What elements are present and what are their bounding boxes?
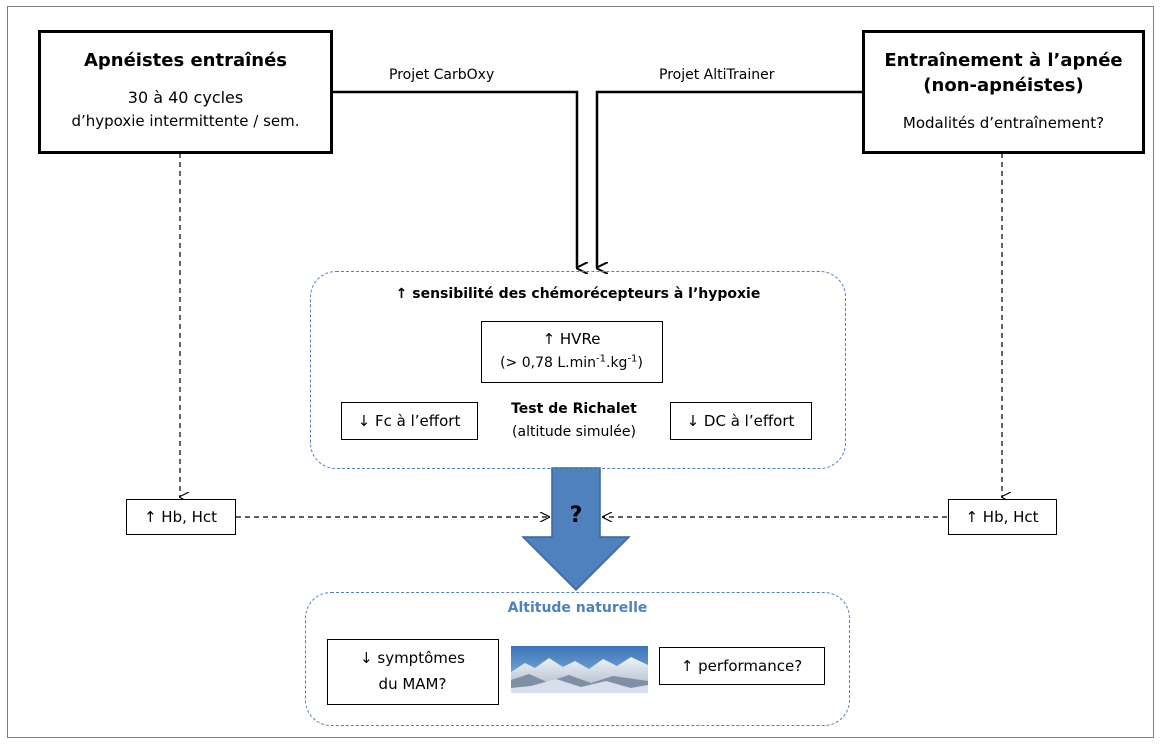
richalet-test-subtitle: (altitude simulée) <box>512 424 636 440</box>
trained-apneists-line2: d’hypoxie intermittente / sem. <box>71 112 300 130</box>
performance-label: ↑ performance? <box>680 657 803 675</box>
trained-apneists-title: Apnéistes entraînés <box>83 50 288 71</box>
natural-altitude-panel <box>305 592 850 726</box>
hvre-threshold-prefix: (> 0,78 L.min <box>500 355 597 371</box>
symptoms-box: ↓ symptômes du MAM? <box>327 639 499 705</box>
hvre-threshold-exp2: -1 <box>627 353 638 365</box>
big-down-arrow-icon <box>521 467 631 592</box>
apnea-training-box: Entraînement à l’apnée (non-apnéistes) M… <box>862 30 1145 154</box>
hb-hct-left-label: ↑ Hb, Hct <box>143 508 218 526</box>
richalet-test-title: Test de Richalet <box>511 401 637 417</box>
mountain-photo <box>511 646 648 693</box>
apnea-training-title-line1: Entraînement à l’apnée <box>884 50 1123 71</box>
trained-apneists-box: Apnéistes entraînés 30 à 40 cycles d’hyp… <box>38 30 333 154</box>
fc-label: ↓ Fc à l’effort <box>357 412 461 430</box>
altitrainer-connector <box>595 90 862 268</box>
symptoms-line2: du MAM? <box>378 675 447 693</box>
hb-hct-right-box: ↑ Hb, Hct <box>948 499 1057 535</box>
natural-altitude-title: Altitude naturelle <box>507 600 648 616</box>
question-mark: ? <box>569 503 583 528</box>
trained-apneists-line1: 30 à 40 cycles <box>127 88 244 107</box>
dc-box: ↓ DC à l’effort <box>670 402 812 440</box>
chemoreceptor-title: ↑ sensibilité des chémorécepteurs à l’hy… <box>395 286 761 302</box>
hvre-threshold-mid: .kg <box>606 355 628 371</box>
apnea-training-title-line2: (non-apnéistes) <box>923 75 1084 96</box>
fc-box: ↓ Fc à l’effort <box>341 402 478 440</box>
hvre-threshold: (> 0,78 L.min-1.kg-1) <box>482 353 661 371</box>
apnea-training-subtitle: Modalités d’entraînement? <box>902 114 1105 132</box>
dc-label: ↓ DC à l’effort <box>686 412 795 430</box>
hvre-threshold-suffix: ) <box>637 355 643 371</box>
hb-hct-right-label: ↑ Hb, Hct <box>965 508 1039 526</box>
hvre-box: ↑ HVRe (> 0,78 L.min-1.kg-1) <box>481 321 663 383</box>
carboxy-label: Projet CarbOxy <box>389 67 495 83</box>
carboxy-connector <box>333 90 577 268</box>
figure-frame <box>7 6 1154 738</box>
hvre-label: ↑ HVRe <box>542 330 601 348</box>
chemoreceptor-panel <box>310 271 846 469</box>
symptoms-line1: ↓ symptômes <box>360 649 465 667</box>
hb-hct-left-box: ↑ Hb, Hct <box>126 499 236 535</box>
performance-box: ↑ performance? <box>659 647 825 685</box>
hvre-threshold-exp1: -1 <box>596 353 606 365</box>
altitrainer-label: Projet AltiTrainer <box>659 67 775 83</box>
